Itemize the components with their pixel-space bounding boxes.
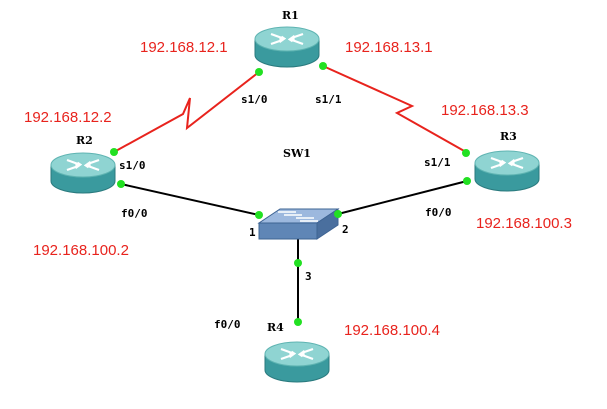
ip-label-r2-s10: 192.168.12.2 <box>24 109 112 126</box>
port-dot-r4-f00[interactable] <box>294 318 302 326</box>
port-dot-sw1-3[interactable] <box>294 259 302 267</box>
port-label-r4-f00: f0/0 <box>214 318 241 331</box>
ip-label-r4-f00: 192.168.100.4 <box>344 322 440 339</box>
port-dot-r2-s10[interactable] <box>110 148 118 156</box>
port-label-sw1-2: 2 <box>342 223 349 236</box>
router-r3-icon[interactable] <box>473 149 541 193</box>
switch-sw1-icon[interactable] <box>257 208 340 240</box>
port-label-r3-f00: f0/0 <box>425 206 452 219</box>
port-label-r2-f00: f0/0 <box>121 207 148 220</box>
ip-label-r3-f00: 192.168.100.3 <box>476 215 572 232</box>
port-dot-r2-f00[interactable] <box>117 180 125 188</box>
port-dot-sw1-2[interactable] <box>334 210 342 218</box>
device-label-r1: R1 <box>282 9 299 22</box>
device-label-r3: R3 <box>500 130 517 143</box>
port-label-r2-s10: s1/0 <box>119 159 146 172</box>
port-dot-r3-f00[interactable] <box>463 177 471 185</box>
port-label-sw1-1: 1 <box>249 226 256 239</box>
port-label-r1-s11: s1/1 <box>315 93 342 106</box>
port-dot-r3-s11[interactable] <box>462 149 470 157</box>
serial-link-r1-r2 <box>113 71 260 153</box>
ip-label-r3-s11: 192.168.13.3 <box>441 102 529 119</box>
serial-link-r1-r3 <box>322 65 467 153</box>
device-label-r2: R2 <box>76 134 93 147</box>
device-label-sw1: SW1 <box>283 147 311 160</box>
port-label-sw1-3: 3 <box>305 270 312 283</box>
port-label-r3-s11: s1/1 <box>424 156 451 169</box>
device-label-r4: R4 <box>267 321 284 334</box>
port-dot-r1-s11[interactable] <box>319 62 327 70</box>
ip-label-r1-s11: 192.168.13.1 <box>345 39 433 56</box>
router-r1-icon[interactable] <box>253 25 321 69</box>
port-dots <box>110 62 471 326</box>
router-r2-icon[interactable] <box>49 151 117 195</box>
port-dot-r1-s10[interactable] <box>255 68 263 76</box>
port-dot-sw1-1[interactable] <box>255 211 263 219</box>
ip-label-r2-f00: 192.168.100.2 <box>33 242 129 259</box>
port-label-r1-s10: s1/0 <box>241 93 268 106</box>
ethernet-link-r3-sw1 <box>337 180 468 215</box>
router-r4-icon[interactable] <box>263 340 331 384</box>
ethernet-link-r2-sw1 <box>120 183 260 216</box>
ip-label-r1-s10: 192.168.12.1 <box>140 39 228 56</box>
